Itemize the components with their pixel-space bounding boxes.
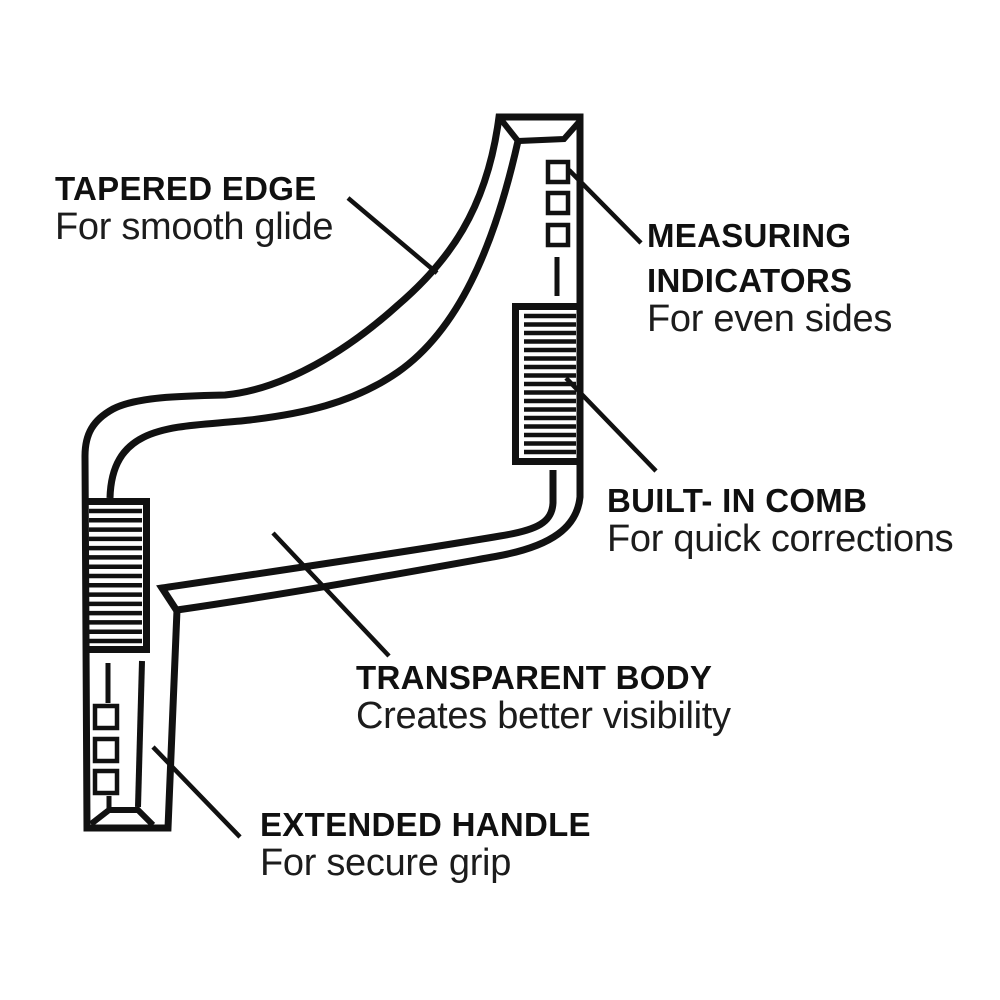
measuring-squares-right-square [545,190,571,216]
measuring-squares-left-square [92,703,120,731]
tapered-edge-inner-curve [106,140,522,499]
comb-right [512,303,577,465]
measuring-squares-right-square [545,159,571,185]
leader-line-built-in-comb [564,376,658,473]
label-transparent-body: TRANSPARENT BODY Creates better visibili… [356,655,731,738]
tool-outer-outline [81,113,584,832]
measuring-indicators-subtitle: For even sides [647,298,893,340]
built-in-comb-subtitle: For quick corrections [607,518,954,560]
label-measuring-indicators: MEASURING INDICATORS For even sides [647,213,892,341]
leader-line-transparent-body [271,531,391,658]
comb-left [88,498,150,653]
measuring-squares-right-square [545,222,571,248]
top-tip-facet [496,115,582,145]
extended-handle-subtitle: For secure grip [260,842,512,884]
leader-line-extended-handle [151,745,242,839]
label-extended-handle: EXTENDED HANDLE For secure grip [260,802,591,885]
bottom-tip-facet [89,807,156,828]
measuring-squares-left [92,703,120,796]
transparent-body-subtitle: Creates better visibility [356,695,731,737]
tapered-edge-title: TAPERED EDGE [55,170,317,207]
tapered-edge-subtitle: For smooth glide [55,206,334,248]
measuring-indicators-title: MEASURING INDICATORS [647,217,853,299]
label-tapered-edge: TAPERED EDGE For smooth glide [55,166,334,249]
label-built-in-comb: BUILT- IN COMB For quick corrections [607,478,954,561]
built-in-comb-title: BUILT- IN COMB [607,482,868,519]
leader-line-tapered-edge [346,196,439,275]
measuring-squares-left-square [92,736,120,764]
handle-inner-edge [135,660,145,808]
measuring-squares-left-square [92,768,120,796]
leader-line-measuring-indicators [567,168,643,245]
transparent-body-title: TRANSPARENT BODY [356,659,713,696]
measuring-squares-right [545,159,571,248]
body-band-top-edge [156,470,557,613]
extended-handle-title: EXTENDED HANDLE [260,806,591,843]
